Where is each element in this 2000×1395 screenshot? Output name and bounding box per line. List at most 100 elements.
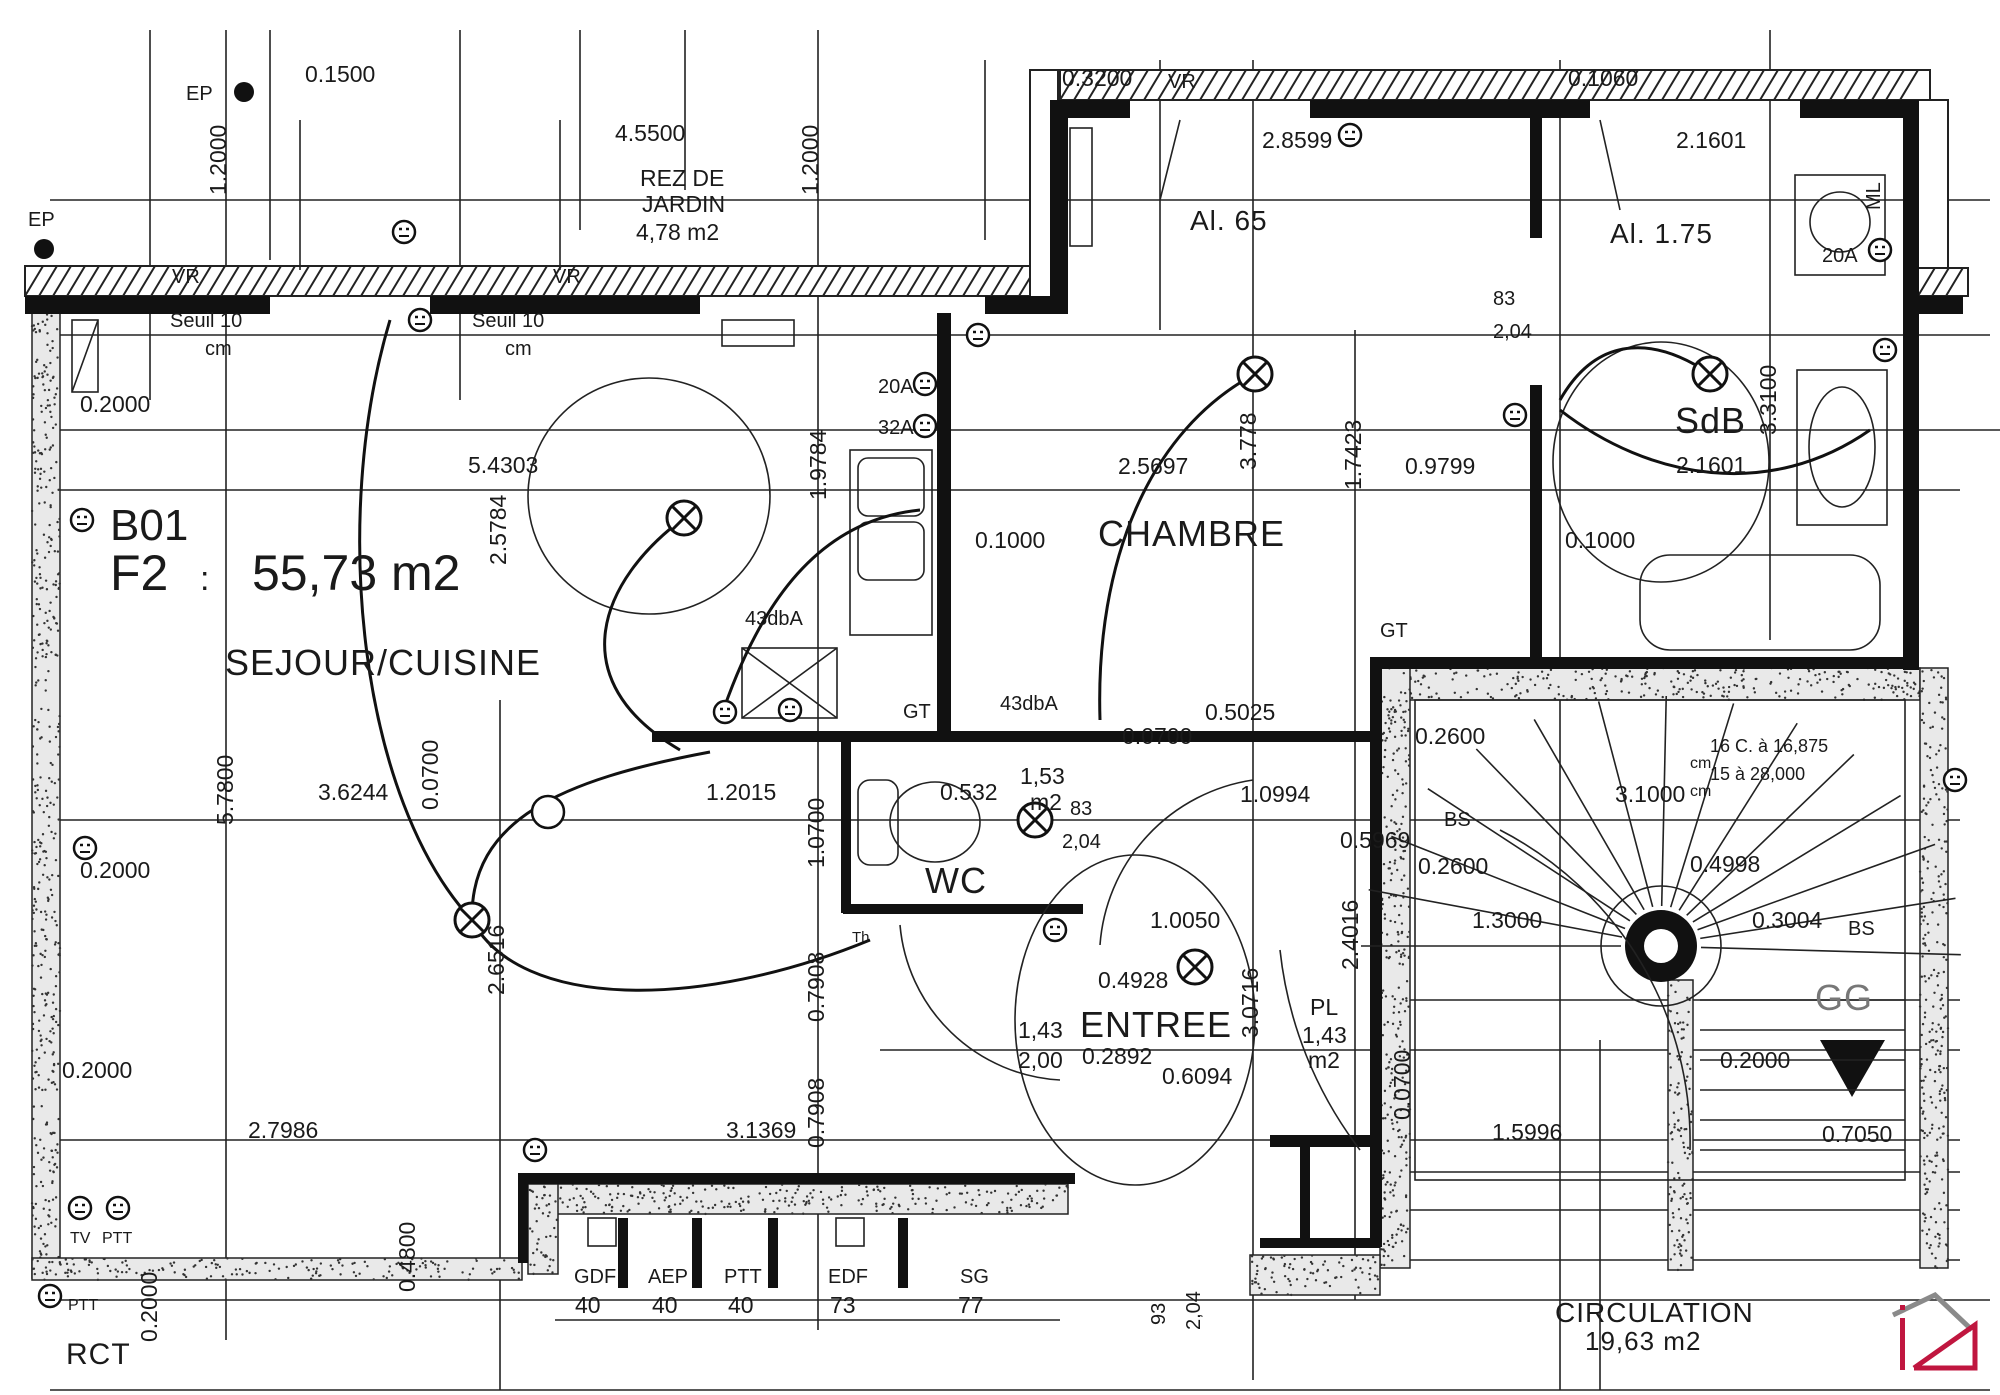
ep-label: EP: [28, 209, 55, 231]
gt-label: GT: [903, 701, 931, 723]
dimension-label: 0.7908: [803, 1078, 829, 1148]
dimension-label: 0.5969: [1340, 827, 1410, 853]
outlet-icon: [779, 699, 801, 721]
room-jardin-1: REZ DE: [640, 165, 724, 191]
dimension-label: 0.2000: [136, 1272, 162, 1342]
door-width-label: 93: [1148, 1303, 1170, 1325]
unit-area-sep: :: [200, 560, 209, 598]
dimension-label: 0.2000: [62, 1057, 132, 1083]
dimension-label: 0.1000: [1565, 527, 1635, 553]
ep-label: EP: [186, 83, 213, 105]
room-entree: ENTREE: [1080, 1004, 1232, 1045]
dimension-label: 3.0716: [1237, 968, 1263, 1038]
dimension-label: 1.5996: [1492, 1119, 1562, 1145]
toilet-icon: [858, 780, 898, 865]
outlet-icon: [1874, 339, 1896, 361]
dimension-label: 0.4998: [1690, 851, 1760, 877]
placard-label: PL: [1310, 994, 1338, 1020]
door-width-label: 83: [1070, 798, 1092, 820]
dimension-label: 1.3000: [1472, 907, 1542, 933]
outlet-32a-label: 32A: [878, 417, 914, 439]
dimension-label: 3.778: [1235, 412, 1261, 470]
dimension-label: 0.3004: [1752, 907, 1823, 933]
gg-label: GG: [1815, 977, 1873, 1018]
dimension-label: 0.2600: [1418, 853, 1488, 879]
exterior-walls-hatched: [25, 70, 1968, 300]
meter-name: GDF: [574, 1266, 616, 1288]
ceiling-light-icon: [1238, 357, 1272, 391]
dimension-label: 0.532: [940, 779, 998, 805]
tv-label: TV: [70, 1230, 91, 1247]
meter-value: 40: [728, 1292, 754, 1318]
dimension-label: 0.0700: [1389, 1050, 1415, 1120]
bs-label: BS: [1848, 918, 1875, 940]
meter-edf: EDF73: [828, 1218, 868, 1318]
meter-name: SG: [960, 1266, 989, 1288]
meter-name: AEP: [648, 1266, 688, 1288]
dimension-label: 0.9799: [1405, 453, 1475, 479]
unit-number: B01: [110, 501, 188, 550]
ptt-label: PTT: [102, 1230, 132, 1247]
radiator-icon: [1070, 128, 1092, 246]
placard-area-unit: m2: [1308, 1047, 1340, 1073]
door-height-label: 2,04: [1183, 1291, 1205, 1330]
seuil-unit: cm: [205, 338, 232, 360]
stair-spec-unit: cm: [1690, 783, 1711, 800]
unit-type: F2: [110, 545, 168, 601]
outlet-25-icon: [532, 796, 564, 828]
dimension-label: 0.1500: [305, 61, 375, 87]
ptt-label: PTT: [68, 1297, 98, 1314]
dimension-label: 2.4016: [1337, 900, 1363, 970]
dimension-label: 2.1601: [1676, 127, 1746, 153]
kitchen-sink-icon: [850, 450, 932, 635]
dimension-label: 1.7423: [1340, 420, 1366, 490]
outlet-20a-label: 20A: [1822, 245, 1858, 267]
door-width-label: 83: [1493, 288, 1515, 310]
stair-tread: [1476, 749, 1636, 914]
room-jardin-2: JARDIN: [642, 191, 725, 217]
meter-gdf: GDF40: [574, 1218, 616, 1318]
noise-label: 43dbA: [1000, 693, 1058, 715]
dimension-label: 1.9784: [805, 429, 831, 500]
outlet-20a-label: 20A: [878, 376, 914, 398]
outlet-icon: [1504, 404, 1526, 426]
outlet-icon: [409, 309, 431, 331]
stair-direction-arrow-icon: [1820, 1040, 1885, 1097]
stair-tread: [1700, 898, 1955, 938]
dimension-label: 0.1060: [1568, 65, 1638, 91]
vr-label: VR: [1168, 71, 1196, 93]
seuil-label: Seuil 10: [170, 310, 242, 332]
outlet-icon: [74, 837, 96, 859]
dimension-label: 2.8599: [1262, 127, 1332, 153]
brand-logo: [1893, 1295, 1975, 1370]
room-sdb: SdB: [1675, 400, 1746, 441]
dimension-label: 1.2000: [205, 125, 231, 195]
entree-height: 2,00: [1018, 1047, 1063, 1073]
wc-area: 1,53: [1020, 763, 1065, 789]
dimension-label: 3.1000: [1615, 781, 1685, 807]
dimension-label: 5.7800: [212, 755, 238, 825]
placard-area: 1,43: [1302, 1022, 1347, 1048]
meter-name: PTT: [724, 1266, 762, 1288]
noise-label: 43dbA: [745, 608, 803, 630]
downpipe-icon: [234, 82, 254, 102]
meter-sg: SG77: [958, 1266, 989, 1318]
dimension-label: 1.0050: [1150, 907, 1220, 933]
outlet-icon: [914, 373, 936, 395]
meter-name: EDF: [828, 1266, 868, 1288]
dimension-label: 2.6516: [483, 925, 509, 995]
rct-label: RCT: [66, 1338, 131, 1371]
dimension-label: 3.6244: [318, 779, 389, 805]
dimension-label: 0.6094: [1162, 1063, 1233, 1089]
seuil-label: Seuil 10: [472, 310, 544, 332]
room-circulation: CIRCULATION: [1555, 1297, 1754, 1328]
dimension-label: 3.3100: [1755, 365, 1781, 435]
vr-label: VR: [553, 266, 581, 288]
unit-area: 55,73 m2: [252, 545, 460, 601]
bathtub-icon: [1640, 555, 1880, 650]
door-height-label: 2,04: [1062, 831, 1101, 853]
room-chambre: CHAMBRE: [1098, 513, 1285, 554]
jardin-area: 4,78 m2: [636, 219, 719, 245]
ml-label: ML: [1863, 182, 1885, 210]
